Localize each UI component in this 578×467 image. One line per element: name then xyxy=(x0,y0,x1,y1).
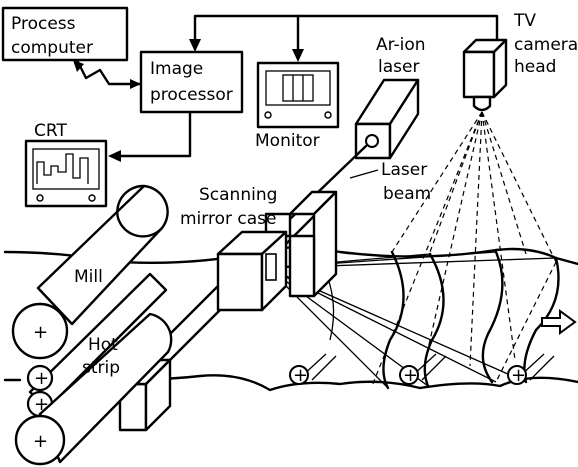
image-processor-box: Image processor xyxy=(139,50,244,114)
scanning-mirror-label-line1: Scanning xyxy=(199,185,277,205)
scanning-mirror-case: Scanning mirror case xyxy=(180,185,288,312)
runout-roller-3-symbol: + xyxy=(511,365,526,386)
ar-ion-laser-label-line1: Ar-ion xyxy=(376,35,426,55)
work-roll-upper-symbol: + xyxy=(34,368,49,389)
process-computer-label-line1: Process xyxy=(11,14,76,34)
image-processor-label-line1: Image xyxy=(150,59,203,79)
backup-roll-lower-symbol: + xyxy=(33,431,48,452)
image-processor-label-line2: processor xyxy=(150,85,233,105)
process-computer-box: Process computer xyxy=(1,6,129,62)
runout-roller-2-symbol: + xyxy=(403,365,418,386)
camera-label: camera xyxy=(514,35,578,55)
hot-strip-label-line1: Hot xyxy=(88,335,118,355)
runout-rollers: + + + xyxy=(289,353,555,386)
crt-bargraph-icon xyxy=(36,153,89,184)
hot-strip-label-line2: strip xyxy=(82,358,120,378)
runout-roller-1-symbol: + xyxy=(293,365,308,386)
strip-direction-arrow-icon xyxy=(541,309,577,335)
mill-roll-symbol: + xyxy=(33,322,48,343)
tv-label: TV xyxy=(513,11,536,31)
mill-rolls: + Mill + + + Hot strip xyxy=(11,184,173,466)
laser-beam-label-line2: beam xyxy=(383,184,431,204)
tv-camera-head: TV camera head xyxy=(462,11,578,112)
monitor-label: Monitor xyxy=(255,131,320,151)
laser-beam-label-line1: Laser xyxy=(381,160,427,180)
camera-signal-bus xyxy=(189,14,499,62)
crt-label: CRT xyxy=(34,121,67,141)
process-computer-label-line2: computer xyxy=(11,38,93,58)
ar-ion-laser: Ar-ion laser xyxy=(354,35,426,160)
mill-label: Mill xyxy=(74,267,103,287)
crt-display: CRT xyxy=(24,121,108,208)
head-label: head xyxy=(514,57,556,77)
ar-ion-laser-label-line2: laser xyxy=(378,57,419,77)
monitor-display: Monitor xyxy=(255,61,340,151)
scanning-mirror-label-line2: mirror case xyxy=(180,209,276,229)
computer-processor-link xyxy=(73,60,141,89)
processor-to-crt-arrow xyxy=(108,111,192,162)
